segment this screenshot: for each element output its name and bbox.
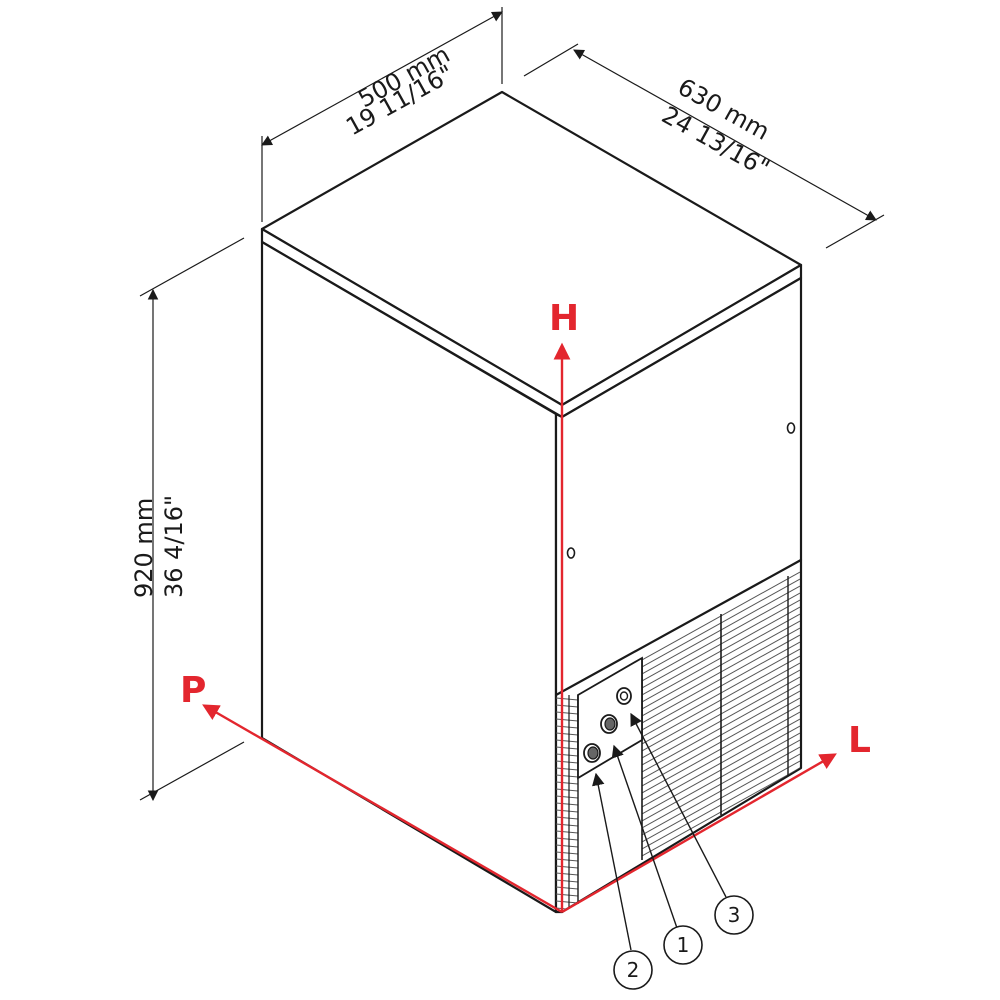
p-axis-line — [202, 704, 563, 914]
grille-slat — [556, 697, 578, 701]
connection-panel — [577, 656, 643, 780]
grille-slat — [556, 858, 578, 862]
width-dimension — [261, 7, 503, 222]
grille-slat — [556, 704, 578, 708]
grille-slat — [556, 893, 578, 897]
callout-3: 3 — [714, 895, 754, 935]
grille-slat — [556, 830, 578, 834]
grille-slat — [556, 795, 578, 799]
grille-slat — [556, 886, 578, 890]
height-imperial-label: 36 4/16" — [160, 495, 188, 598]
grille-slat — [556, 760, 578, 764]
door-screw-lower — [566, 547, 576, 559]
p-axis-label: P — [180, 670, 206, 711]
grille-slat — [556, 781, 578, 785]
grille-slat — [556, 865, 578, 869]
callout-2-label: 2 — [627, 958, 640, 982]
callout-1: 1 — [663, 925, 703, 965]
l-axis-label: L — [848, 720, 871, 761]
l-axis-line — [561, 753, 837, 914]
grille-slat — [556, 851, 578, 855]
grille-slat — [556, 872, 578, 876]
grille-slat — [556, 767, 578, 771]
grille-slat — [556, 915, 578, 917]
grille-slat — [556, 711, 578, 715]
callout-1-label: 1 — [677, 933, 690, 957]
height-dimension — [139, 237, 245, 802]
height-metric-label: 920 mm — [130, 498, 158, 598]
grille-slat — [556, 823, 578, 827]
grille-slat — [556, 900, 578, 904]
connector-3 — [616, 687, 632, 705]
callout-2: 2 — [613, 950, 653, 990]
grille-slat — [556, 732, 578, 736]
front-ventilation-grille — [641, 571, 800, 860]
grille-slat — [556, 802, 578, 806]
grille-slat — [556, 753, 578, 757]
depth-dimension — [523, 43, 885, 249]
grille-slat — [556, 725, 578, 729]
callout-leaders — [592, 712, 727, 951]
grille-slat — [556, 788, 578, 792]
grille-slat — [556, 837, 578, 841]
h-axis-label: H — [549, 298, 579, 339]
grille-slat — [556, 816, 578, 820]
grille-slat — [556, 739, 578, 743]
grille-slat — [556, 879, 578, 883]
grille-slat — [556, 718, 578, 722]
grille-slat — [556, 746, 578, 750]
grille-slat — [556, 809, 578, 813]
grille-slat — [556, 844, 578, 848]
ice-machine-body — [260, 90, 803, 914]
grille-slat — [556, 774, 578, 778]
axis-arrows — [202, 342, 837, 914]
callout-3-label: 3 — [728, 903, 741, 927]
door-screw-upper — [786, 422, 796, 434]
